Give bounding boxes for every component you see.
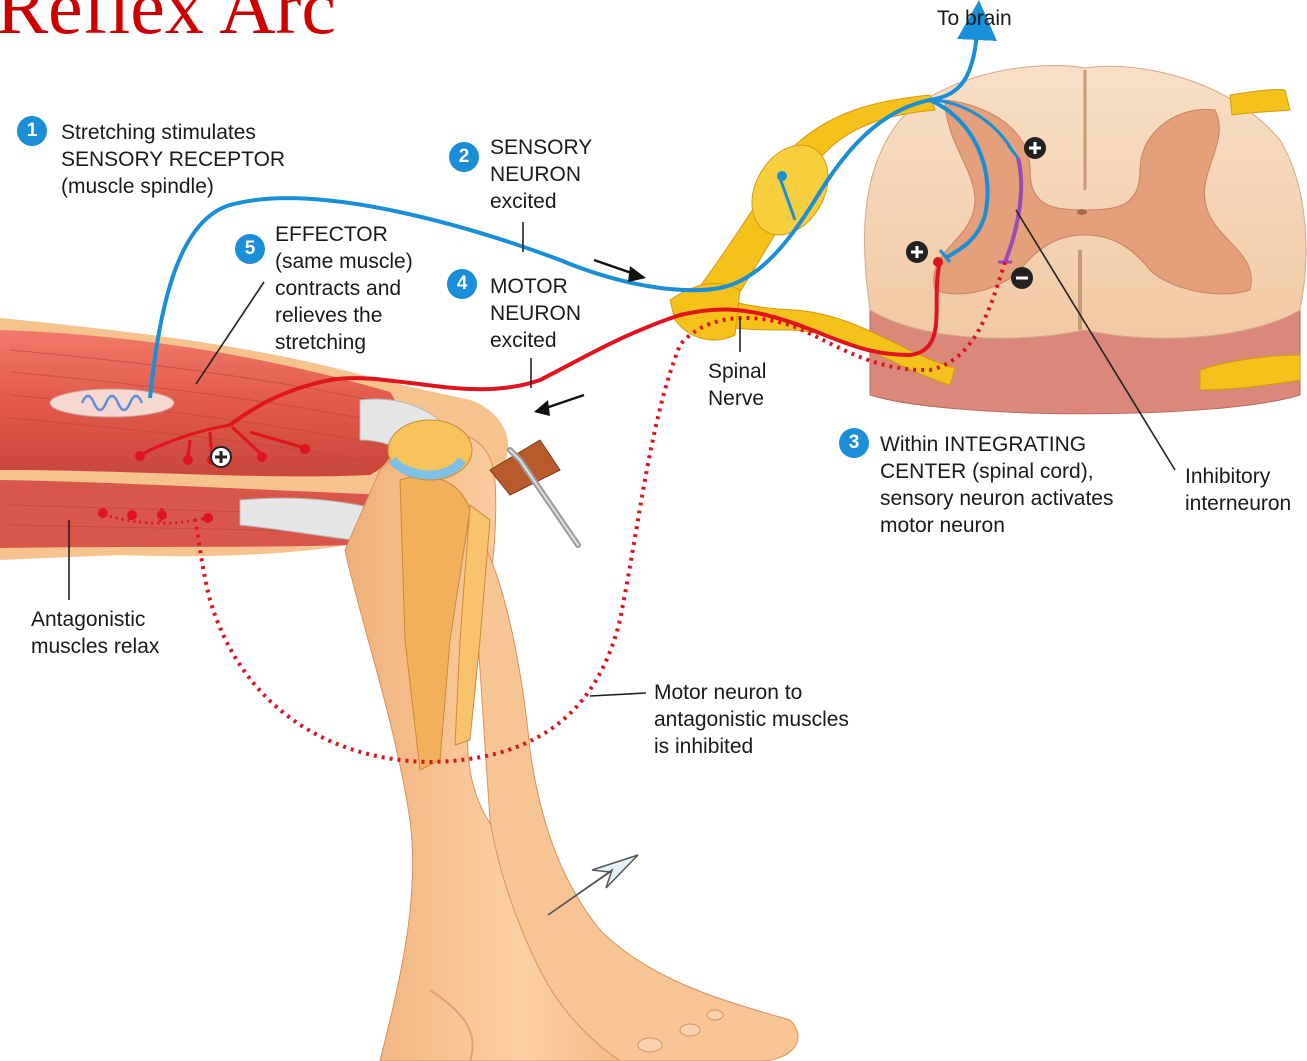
plus-icon-cord-left <box>906 241 928 263</box>
page-title: Reflex Arc <box>0 0 336 46</box>
antagonistic-muscles-label: Antagonistic muscles relax <box>31 606 159 660</box>
inhibitory-interneuron-label: Inhibitory interneuron <box>1185 463 1291 517</box>
to-brain-label: To brain <box>937 5 1012 32</box>
plus-icon-muscle <box>211 447 231 467</box>
muscle-spindle <box>50 389 174 417</box>
direction-arrows <box>534 260 646 915</box>
step-4-badge: 4 <box>447 269 477 299</box>
step-4-label: MOTOR NEURON excited <box>490 273 581 354</box>
step-3-label: Within INTEGRATING CENTER (spinal cord),… <box>880 431 1113 539</box>
step-1-label: Stretching stimulates SENSORY RECEPTOR (… <box>61 119 285 200</box>
step-5-label: EFFECTOR (same muscle) contracts and rel… <box>275 221 413 356</box>
step-1-badge: 1 <box>17 116 47 146</box>
step-2-label: SENSORY NEURON excited <box>490 134 592 215</box>
motor-inhibited-label: Motor neuron to antagonistic muscles is … <box>654 679 849 760</box>
step-2-badge: 2 <box>449 142 479 172</box>
step-3-badge: 3 <box>839 428 869 458</box>
step-5-badge: 5 <box>235 234 265 264</box>
spinal-nerve-label: Spinal Nerve <box>708 358 766 412</box>
plus-icon-cord-top <box>1024 137 1046 159</box>
minus-icon-cord <box>1011 267 1033 289</box>
